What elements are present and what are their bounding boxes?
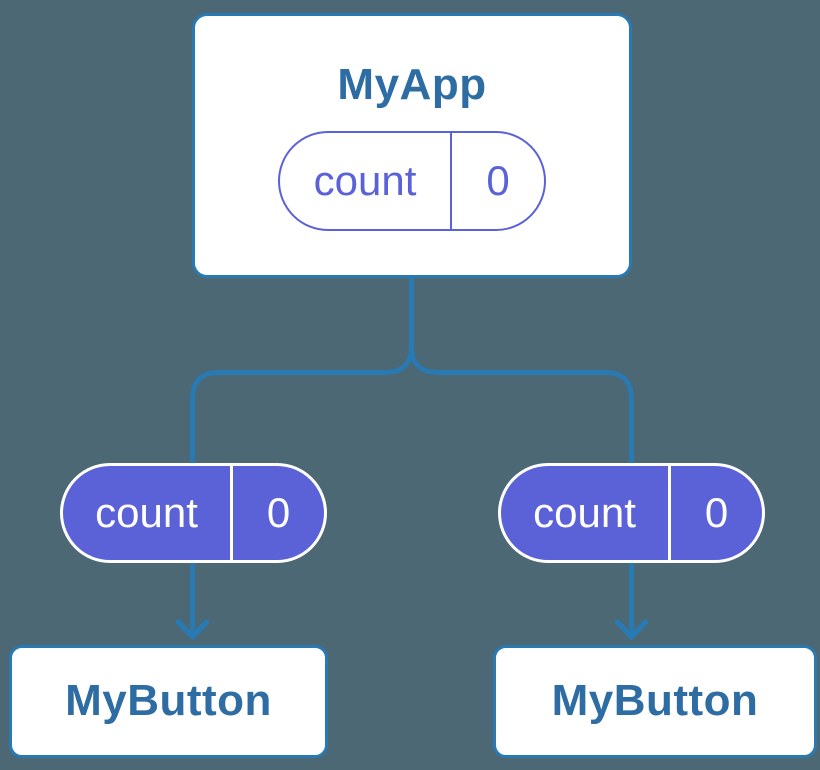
state-pill-right: count 0 xyxy=(498,463,765,563)
state-name: count xyxy=(501,466,671,560)
state-value: 0 xyxy=(486,156,510,204)
state-value: 0 xyxy=(266,489,291,536)
component-node-mybutton-left: MyButton xyxy=(9,645,328,758)
state-name: count xyxy=(63,466,233,560)
connector-arrowhead-right xyxy=(614,619,649,640)
state-pill-left: count 0 xyxy=(60,463,327,563)
component-title-mybutton-right: MyButton xyxy=(551,676,759,726)
component-node-mybutton-right: MyButton xyxy=(493,645,817,758)
state-name: count xyxy=(280,132,452,229)
connector-left-branch xyxy=(190,267,414,635)
component-title-myapp: MyApp xyxy=(337,60,487,110)
state-value: 0 xyxy=(704,489,729,536)
connector-right-branch xyxy=(409,267,634,635)
component-node-myapp: MyApp count 0 xyxy=(192,13,632,278)
component-title-mybutton-left: MyButton xyxy=(65,676,272,726)
state-pill-root: count 0 xyxy=(278,130,546,231)
connector-arrowhead-left xyxy=(175,619,210,640)
